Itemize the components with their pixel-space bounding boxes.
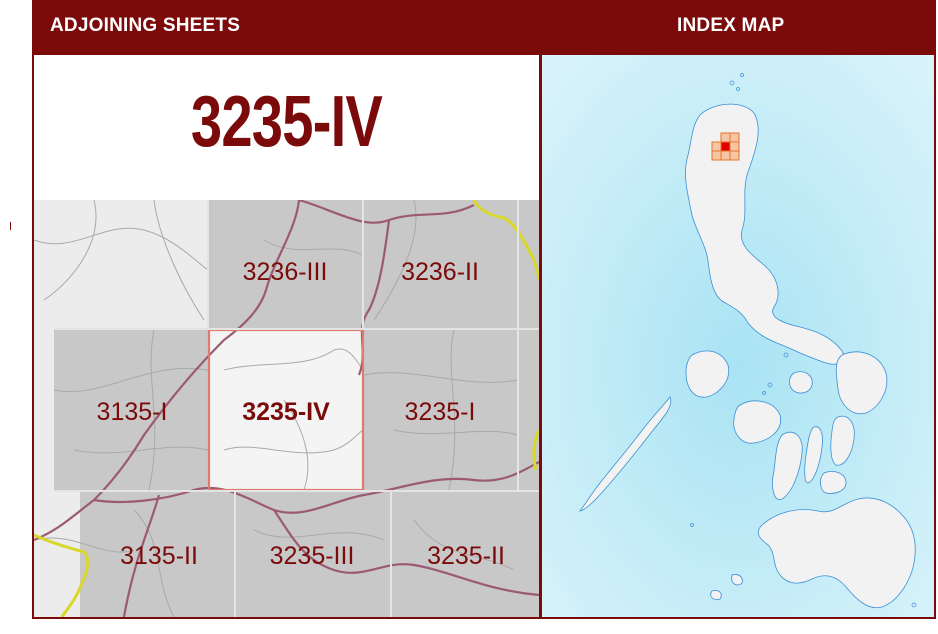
current-sheet-marker <box>720 141 731 152</box>
index-map-heading: INDEX MAP <box>677 15 785 36</box>
adjoining-map-svg <box>34 200 539 617</box>
sheet-label-current: 3235-IV <box>242 398 330 426</box>
sheet-tile-north[interactable] <box>208 200 362 329</box>
sheet-tile-east-edge-top <box>518 200 539 329</box>
samar-island <box>835 351 888 415</box>
sulu-islands <box>710 574 743 600</box>
philippines-landmass <box>579 103 916 609</box>
index-map[interactable] <box>542 55 934 617</box>
sheet-label-northeast: 3236-II <box>401 258 479 286</box>
tile-grid-lines <box>54 200 539 617</box>
adjoining-sheets-heading: ADJOINING SHEETS <box>50 15 241 36</box>
adjoining-sheets-map[interactable]: 3236-III 3236-II 3135-I 3235-IV 3235-I 3… <box>34 200 539 617</box>
sheet-id-title: 3235-IV <box>190 82 383 162</box>
masbate-island <box>789 371 813 394</box>
negros-island <box>772 431 803 500</box>
sheet-label-southeast: 3235-II <box>427 542 505 570</box>
palawan-island <box>579 396 672 512</box>
leyte-island <box>830 415 855 466</box>
sheet-label-west: 3135-I <box>96 398 168 426</box>
sheet-tile-west[interactable] <box>54 330 208 490</box>
index-map-svg <box>542 55 934 617</box>
sheet-tile-current[interactable] <box>209 330 363 490</box>
panel-divider <box>539 55 542 619</box>
sheet-tile-east[interactable] <box>364 330 518 490</box>
sheet-tile-south[interactable] <box>236 492 390 617</box>
bohol-island <box>820 471 847 494</box>
mindanao-island <box>757 497 916 609</box>
mindoro-island <box>685 350 730 398</box>
sheet-label-east: 3235-I <box>404 398 476 426</box>
header-bar <box>32 0 936 55</box>
panay-island <box>733 400 782 444</box>
coastline-details <box>690 73 917 608</box>
provincial-boundaries <box>34 200 539 617</box>
sheet-tile-southwest[interactable] <box>80 492 234 617</box>
sheet-label-south: 3235-III <box>269 542 355 570</box>
sheet-label-north: 3236-III <box>242 258 328 286</box>
sheet-label-southwest: 3135-II <box>120 542 198 570</box>
tick-mark <box>10 222 11 230</box>
municipal-boundaries <box>34 200 519 617</box>
sheet-tile-southeast[interactable] <box>392 492 539 617</box>
cebu-island <box>804 426 823 484</box>
sheet-id-panel: 3235-IV <box>34 55 539 200</box>
index-grid <box>711 132 740 161</box>
